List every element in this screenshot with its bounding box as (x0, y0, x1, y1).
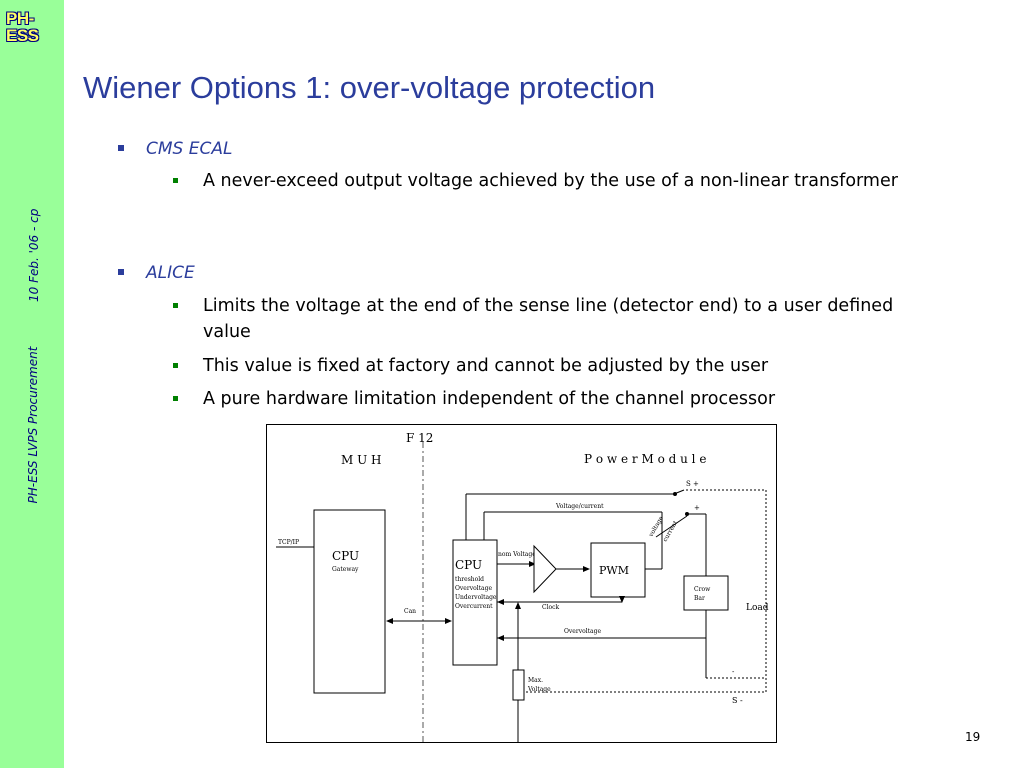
s-minus-label: S - (732, 696, 743, 705)
bullet-square-icon (173, 363, 178, 368)
bullet-square-icon (173, 396, 178, 401)
clock-label: Clock (542, 604, 559, 611)
cpu-gateway-sub: Gateway (332, 566, 359, 573)
bullet-cms-ecal: CMS ECAL (118, 139, 233, 159)
sidebar: PH-ESS 10 Feb. '06 - cp PH-ESS LVPS Proc… (0, 0, 64, 768)
bullet-item: A pure hardware limitation independent o… (173, 386, 943, 412)
cpu-line: Overvoltage (455, 585, 492, 592)
power-module-label: P o w e r M o d u l e (584, 452, 706, 466)
bullet-heading: CMS ECAL (146, 139, 233, 159)
load-label: Load (746, 603, 769, 613)
can-label: Can (404, 608, 416, 615)
page-number: 19 (965, 730, 981, 744)
ph-ess-logo: PH-ESS (6, 9, 39, 45)
max-voltage-label: Voltage (527, 686, 551, 693)
power-module-diagram: F 12 M U H P o w e r M o d u l e TCP/IP … (266, 424, 777, 743)
f12-label: F 12 (406, 431, 433, 445)
footer-date: 10 Feb. '06 - cp (27, 208, 41, 302)
crow-label: Crow (694, 586, 711, 593)
s-plus-label: S + (686, 480, 699, 488)
bullet-text: This value is fixed at factory and canno… (203, 356, 769, 376)
bullet-square-icon (173, 178, 178, 183)
bullet-square-icon (118, 145, 124, 151)
slide-title: Wiener Options 1: over-voltage protectio… (83, 70, 656, 105)
bullet-text: A never-exceed output voltage achieved b… (203, 171, 898, 191)
bullet-alice: ALICE (118, 263, 195, 283)
resistor-icon (512, 669, 525, 701)
bullet-text: Limits the voltage at the end of the sen… (203, 296, 894, 342)
muh-label: M U H (341, 453, 382, 467)
cpu-box (452, 539, 498, 666)
pwm-label: PWM (599, 564, 629, 577)
cpu-line: Undervoltage (455, 594, 497, 601)
tcpip-label: TCP/IP (278, 539, 299, 546)
voltage-current-label: Voltage/current (555, 503, 604, 510)
bullet-item: Limits the voltage at the end of the sen… (173, 293, 943, 345)
amplifier-icon (533, 544, 557, 594)
footer-title: PH-ESS LVPS Procurement (26, 346, 40, 504)
plus-label: + (694, 504, 700, 512)
nom-voltage-label: nom Voltage (498, 551, 536, 558)
cpu-gateway-title: CPU (332, 549, 359, 563)
cpu-title: CPU (455, 558, 482, 572)
bullet-text: A pure hardware limitation independent o… (203, 389, 776, 409)
overvoltage-label: Overvoltage (564, 628, 601, 635)
bullet-item: A never-exceed output voltage achieved b… (173, 168, 943, 194)
pwm-box (590, 542, 646, 598)
bullet-square-icon (173, 303, 178, 308)
bar-label: Bar (694, 595, 705, 602)
crow-bar-box (683, 575, 729, 611)
max-label: Max. (528, 677, 543, 684)
minus-label: - (732, 668, 735, 676)
cpu-gateway-box (313, 509, 386, 694)
bullet-item: This value is fixed at factory and canno… (173, 353, 943, 379)
cpu-line: Overcurrent (455, 603, 493, 610)
bullet-square-icon (118, 269, 124, 275)
cpu-line: threshold (455, 576, 484, 583)
bullet-heading: ALICE (146, 263, 195, 283)
